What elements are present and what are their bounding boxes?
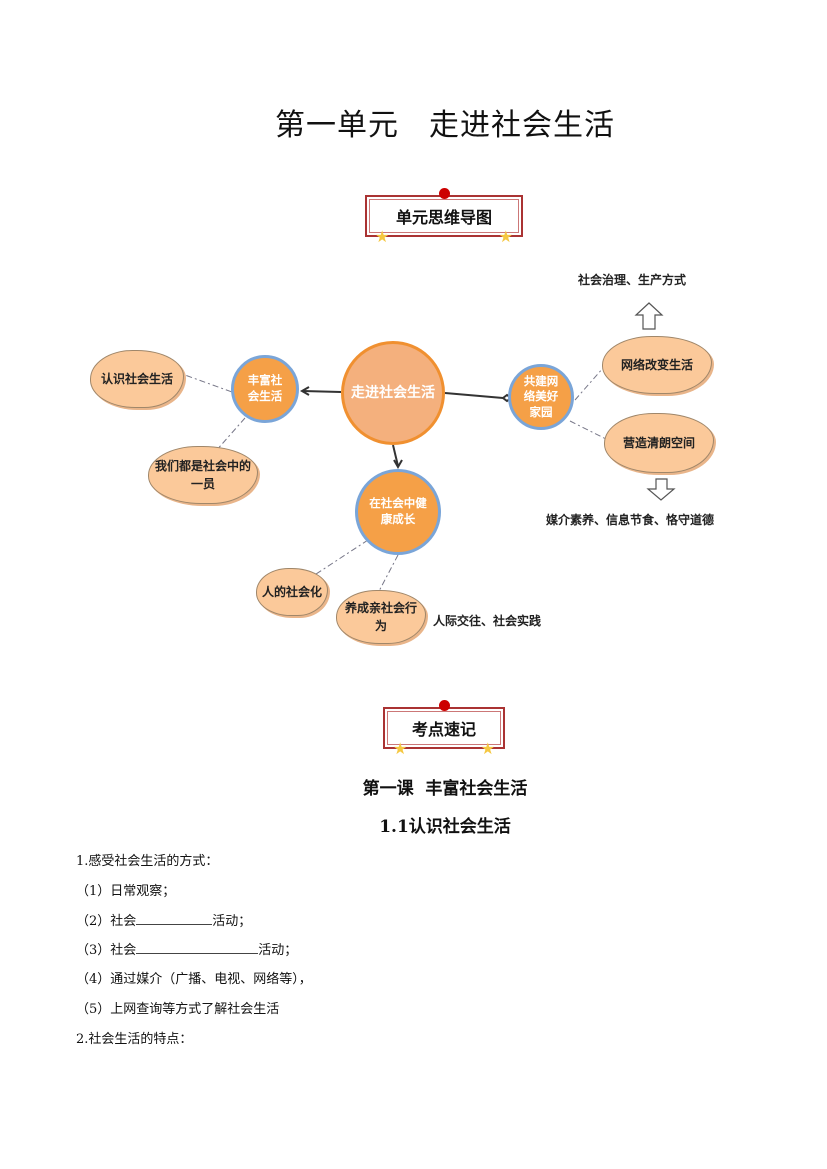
text: 活动； [212,914,252,929]
star-icon: ★ [480,739,495,758]
leaf-node: 养成亲社会行为 [336,590,426,644]
branch-node: 共建网络美好家园 [508,364,574,430]
leaf-node: 我们都是社会中的一员 [148,446,258,504]
note-down: 媒介素养、信息节食、恪守道德 [546,513,715,527]
text-line: （2）社会 活动； [76,910,251,929]
branch-node: 在社会中健康成长 [355,469,441,555]
star-icon: ★ [498,227,513,246]
arrow-icons [634,302,676,501]
star-icon: ★ [393,739,408,758]
note-prosocial: 人际交往、社会实践 [433,614,542,628]
leaf-node: 人的社会化 [256,568,328,616]
text-line: （1）日常观察； [76,884,176,899]
mindmap-connectors [159,302,676,596]
text: （2）社会 [76,914,137,929]
note-up: 社会治理、生产方式 [578,273,687,287]
text-line: （4）通过媒介（广播、电视、网络等）， [76,972,312,987]
text: （3）社会 [76,943,137,958]
points-badge: 考点速记 ★ ★ [383,700,505,758]
badge-label: 考点速记 [387,711,501,745]
text-line: （5）上网查询等方式了解社会生活 [76,1002,280,1017]
unit-title: 第一单元走进社会生活 [0,100,827,144]
unit-number: 第一单元 [275,108,399,143]
text: 活动； [258,943,298,958]
fill-blank[interactable] [136,940,259,954]
leaf-node: 营造清朗空间 [604,413,714,473]
text-line: 2.社会生活的特点： [76,1032,193,1047]
star-icon: ★ [375,227,390,246]
text-line: （3）社会 活动； [76,939,297,958]
badge-label: 单元思维导图 [369,199,519,233]
text-line: 1.感受社会生活的方式： [76,854,219,869]
leaf-node: 网络改变生活 [602,336,712,394]
branch-node: 丰富社会生活 [231,355,299,423]
section-title: 1.1认识社会生活 [379,817,511,837]
unit-name: 走进社会生活 [429,108,615,143]
fill-blank[interactable] [136,911,213,925]
dot-icon [439,188,450,199]
dot-icon [439,700,450,711]
mindmap-badge: 单元思维导图 ★ ★ [365,188,523,246]
leaf-node: 认识社会生活 [90,350,184,408]
lesson-title: 第一课 丰富社会生活 [362,779,528,799]
center-node: 走进社会生活 [341,341,445,445]
